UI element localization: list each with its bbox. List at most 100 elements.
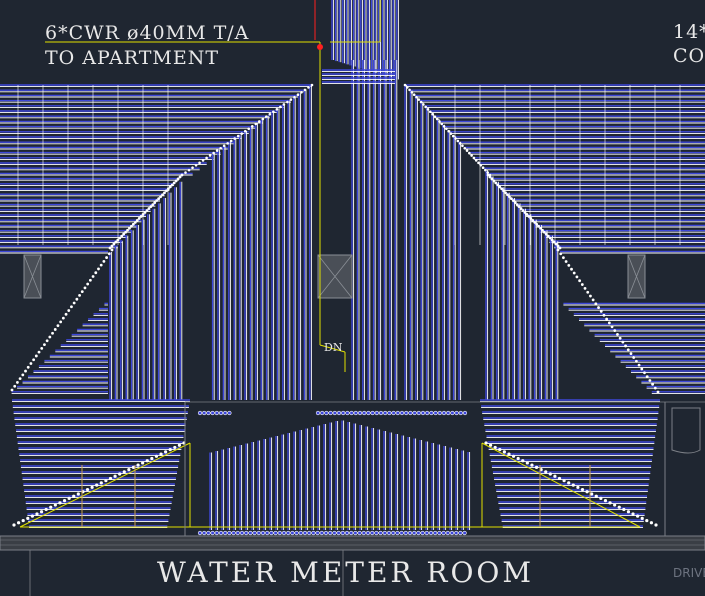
fitting-dot [557, 476, 562, 481]
fitting-dot [240, 132, 244, 135]
fitting-dot [493, 445, 497, 450]
fitting-dot [78, 294, 81, 297]
fitting-dot [634, 359, 638, 363]
leader-line [319, 344, 346, 353]
valve [425, 410, 430, 416]
fitting-dot [184, 171, 187, 174]
fitting-dot [286, 100, 289, 104]
fitting-dot [37, 350, 41, 354]
fitting-dot [585, 490, 589, 494]
valve [340, 530, 345, 536]
fitting-dot [552, 240, 556, 244]
valve [353, 530, 358, 536]
valve [307, 530, 312, 536]
fitting-dot [405, 86, 409, 89]
fitting-dot [580, 283, 584, 286]
fitting-dot [548, 236, 552, 240]
fitting-dot [56, 324, 60, 328]
fitting-dot [541, 228, 544, 232]
fitting-dot [648, 379, 652, 382]
valve [441, 530, 446, 536]
fitting-dot [589, 294, 592, 298]
valve [433, 410, 438, 416]
valve [454, 410, 459, 416]
fitting-dot [10, 388, 14, 392]
fitting-dot [135, 218, 139, 222]
valve [454, 530, 459, 536]
fitting-dot [201, 159, 205, 162]
fitting-dot [61, 316, 65, 320]
fitting-dot [492, 179, 496, 183]
fitting-dot [477, 161, 480, 165]
valve [412, 410, 417, 416]
fitting-dot [254, 122, 258, 126]
valve [332, 530, 337, 536]
valve [378, 530, 383, 536]
fitting-dot [110, 248, 114, 252]
fitting-dot [126, 228, 129, 232]
fitting-dot [458, 142, 462, 145]
fitting-dot [44, 507, 48, 512]
valve [277, 530, 282, 536]
fitting-dot [268, 112, 272, 116]
room-walls [0, 401, 705, 596]
valve [239, 530, 245, 536]
fitting-dot [498, 185, 502, 189]
fitting-dot [567, 263, 571, 267]
fitting-dot [408, 88, 411, 92]
note-to-apartment: TO APARTMENT [45, 47, 220, 69]
fitting-dot [607, 321, 611, 325]
fitting-dot [559, 252, 563, 256]
fitting-dot [110, 244, 114, 248]
fitting-dot [449, 132, 453, 135]
fitting-dot [613, 329, 617, 332]
fitting-dot [293, 95, 296, 99]
pipe-run-right-block [405, 84, 705, 394]
valve [244, 530, 249, 536]
valve [202, 410, 207, 416]
fitting-dot [247, 127, 251, 131]
fitting-dot [539, 226, 542, 230]
fitting-dot [645, 375, 649, 379]
fitting-dot [88, 278, 92, 282]
valve [336, 410, 342, 416]
fitting-dot [533, 220, 537, 224]
fitting-dot [215, 149, 219, 152]
fitting-dot [279, 105, 282, 109]
valve [416, 410, 421, 416]
meter-box-cross [317, 254, 353, 299]
fitting-dot [535, 222, 539, 226]
fitting-dot [21, 373, 25, 377]
fitting-dot [161, 193, 164, 197]
valve [332, 410, 337, 416]
fitting-dot [70, 305, 73, 309]
fitting-dot [300, 90, 303, 94]
fitting-dot [511, 454, 516, 458]
valve [235, 530, 240, 536]
valve [290, 530, 295, 536]
fitting-dot [616, 333, 619, 336]
fitting-dot [85, 487, 90, 492]
note-right-cropped-1: 14* [673, 21, 705, 43]
fitting-dot [310, 83, 314, 87]
valve [345, 410, 350, 416]
fitting-dot [124, 230, 127, 234]
fitting-dot [86, 282, 90, 286]
valve [349, 410, 354, 416]
fitting-dot [403, 83, 407, 87]
valve [298, 530, 303, 536]
valve [206, 410, 211, 416]
valve [328, 410, 333, 416]
fitting-dot [417, 98, 421, 101]
fitting-dot [605, 317, 609, 321]
fitting-dot [451, 134, 455, 138]
fitting-dot [159, 452, 163, 456]
pipe-run-left-block [0, 84, 312, 394]
fitting-dot [149, 205, 153, 208]
fitting-dot [130, 224, 133, 228]
fitting-dot [94, 271, 98, 275]
fitting-dot [80, 290, 84, 294]
fitting-dot [187, 168, 191, 172]
valve [323, 530, 329, 536]
